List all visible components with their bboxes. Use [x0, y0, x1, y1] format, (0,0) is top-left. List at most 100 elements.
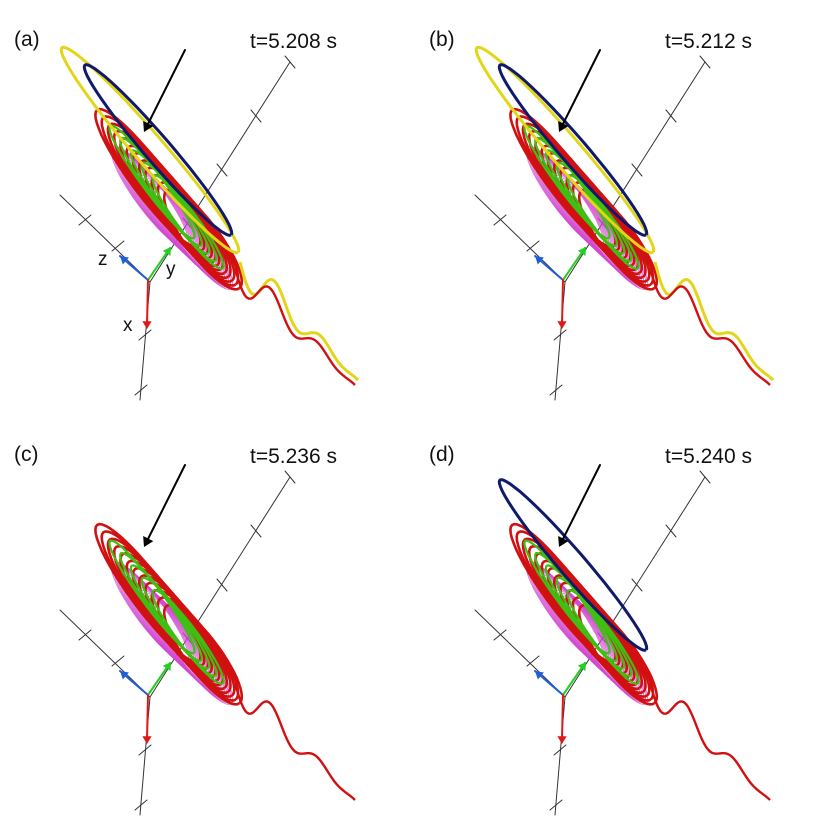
axis-y-arrow-icon [162, 662, 171, 671]
axis-z-arrow-icon [120, 256, 129, 265]
field-line-red [162, 603, 244, 706]
axis-y-arrow-icon [162, 247, 171, 256]
axis-y-line [562, 247, 586, 281]
axis-z-arrow-icon [535, 671, 544, 680]
guide-tick [553, 744, 567, 756]
field-line-red-tail [648, 267, 771, 386]
axis-y-arrow-icon [577, 247, 586, 256]
field-line-red-tail [233, 267, 356, 386]
axis-y-line [147, 247, 171, 281]
field-line-yellow-tail [653, 261, 775, 382]
field-line-red-tail [648, 682, 771, 801]
guide-tick [493, 214, 507, 226]
pointer-arrow-shaft [560, 49, 601, 129]
scene-group [474, 45, 775, 401]
axis-y-arrow-icon [577, 662, 586, 671]
guide-tick [699, 55, 711, 69]
field-line-yellow-tail [238, 261, 360, 382]
time-label: t=5.236 s [250, 445, 337, 468]
guide-line-left [59, 609, 151, 698]
pointer-arrow-head [558, 536, 569, 547]
guide-tick [284, 55, 296, 69]
field-line-darkblue [82, 63, 234, 237]
field-line-red [577, 603, 659, 706]
pointer-arrow-head [558, 121, 569, 132]
guide-tick [665, 524, 677, 538]
field-line-green [151, 588, 225, 686]
time-label: t=5.212 s [665, 30, 752, 53]
guide-line-diagonal [564, 61, 706, 283]
axis-x-line [146, 694, 149, 741]
time-label: t=5.208 s [250, 30, 337, 53]
guide-tick [111, 240, 125, 252]
axis-x-line [561, 279, 564, 326]
field-line-darkblue [497, 478, 649, 652]
axis-y-label: y [166, 259, 176, 280]
panel-label: (b) [429, 28, 455, 51]
field-line-plot [59, 464, 356, 816]
pointer-arrow-head [143, 536, 154, 547]
guide-tick [138, 744, 152, 756]
panel-label: (d) [429, 443, 455, 466]
guide-line-diagonal [149, 61, 291, 283]
field-line-green [566, 588, 640, 686]
guide-line-left [59, 194, 151, 283]
guide-tick [134, 384, 148, 396]
axis-y-line [147, 662, 171, 696]
axis-x-line [561, 694, 564, 741]
scene-group [474, 464, 771, 816]
guide-tick [665, 109, 677, 123]
guide-tick [216, 578, 228, 592]
panel-a: z y x (a) t=5.208 s [0, 0, 415, 415]
panel-b: (b) t=5.212 s [415, 0, 830, 415]
panel-label: (c) [14, 443, 39, 466]
field-line-yellow [59, 45, 241, 255]
field-line-red-tail [233, 682, 356, 801]
pointer-arrow-shaft [145, 464, 186, 544]
scene-group: z y x [59, 45, 360, 401]
time-label: t=5.240 s [665, 445, 752, 468]
field-line-plot [474, 45, 775, 401]
guide-tick [631, 578, 643, 592]
field-line-darkblue [497, 63, 649, 237]
guide-tick [138, 329, 152, 341]
guide-tick [493, 629, 507, 641]
axis-y-line [562, 662, 586, 696]
guide-line-diagonal [564, 476, 706, 698]
axis-z-label: z [98, 249, 108, 270]
guide-tick [526, 655, 540, 667]
axis-x-arrow-icon [142, 736, 152, 744]
guide-tick [549, 799, 563, 811]
field-line-plot [474, 464, 771, 816]
guide-tick [250, 524, 262, 538]
axis-z-arrow-icon [120, 671, 129, 680]
guide-line-diagonal [149, 476, 291, 698]
field-line-yellow [474, 45, 656, 255]
axis-x-label: x [123, 315, 133, 336]
pointer-arrow-head [143, 121, 154, 132]
guide-tick [134, 799, 148, 811]
panel-d: (d) t=5.240 s [415, 415, 830, 830]
guide-tick [553, 329, 567, 341]
pointer-arrow-shaft [560, 464, 601, 544]
guide-tick [549, 384, 563, 396]
guide-tick [526, 240, 540, 252]
panel-c: (c) t=5.236 s [0, 415, 415, 830]
guide-tick [78, 214, 92, 226]
axis-x-arrow-icon [557, 321, 567, 329]
guide-tick [250, 109, 262, 123]
axis-x-arrow-icon [557, 736, 567, 744]
guide-tick [78, 629, 92, 641]
guide-tick [111, 655, 125, 667]
guide-tick [631, 163, 643, 177]
axis-z-arrow-icon [535, 256, 544, 265]
pointer-arrow-shaft [145, 49, 186, 129]
guide-line-left [474, 609, 566, 698]
guide-tick [699, 470, 711, 484]
guide-line-left [474, 194, 566, 283]
axis-x-arrow-icon [142, 321, 152, 329]
scene-group [59, 464, 356, 816]
field-line-plot: z y x [59, 45, 360, 401]
axis-x-line [146, 279, 149, 326]
panel-label: (a) [14, 28, 40, 51]
